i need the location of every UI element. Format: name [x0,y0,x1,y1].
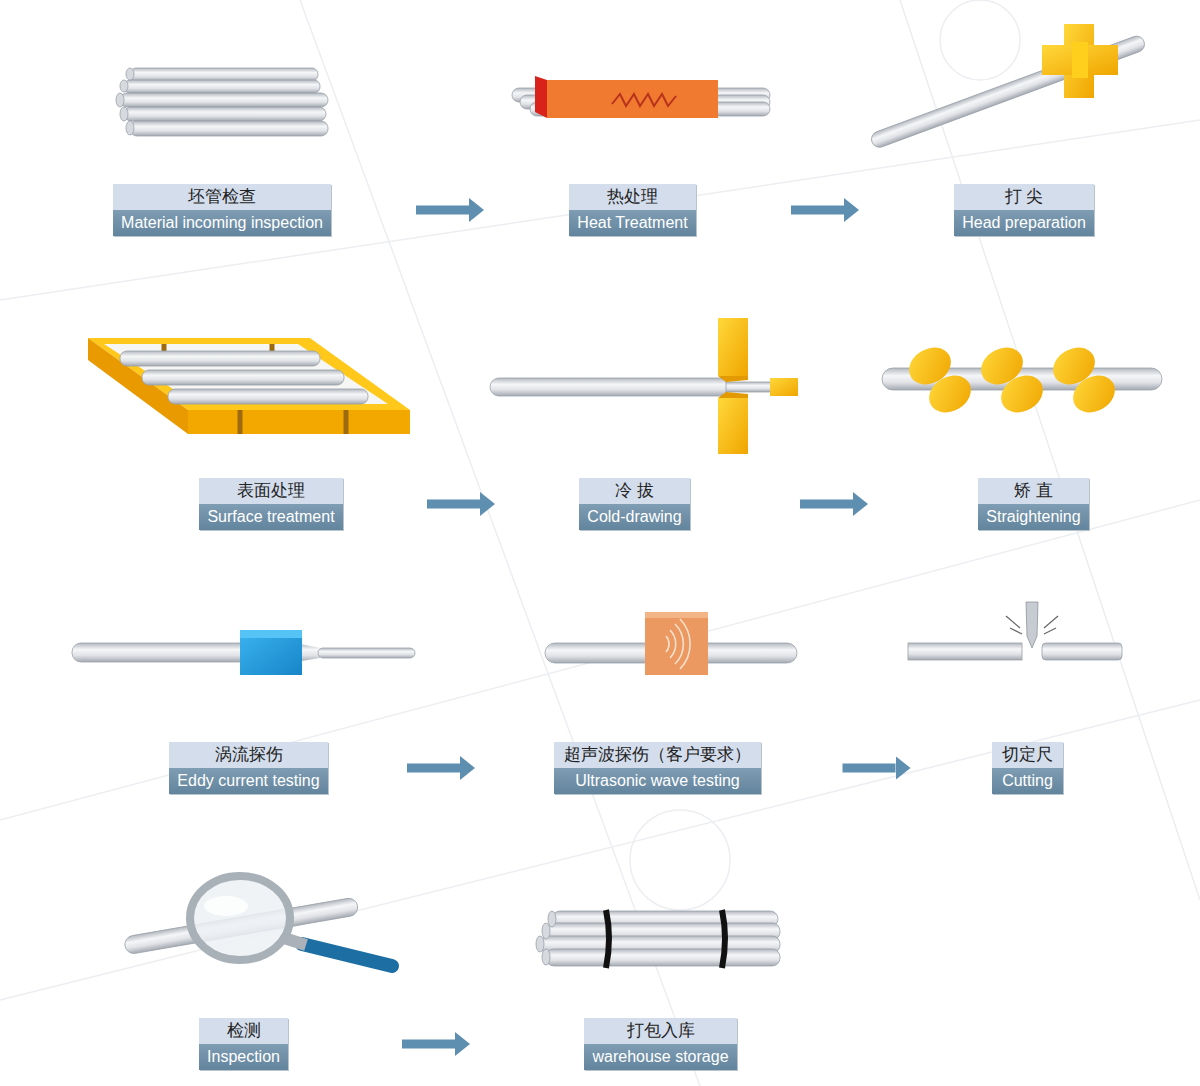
step-name-chinese: 矫 直 [978,478,1089,504]
flow-arrow [800,500,853,509]
pipe-bundle [116,68,328,136]
step-name-chinese: 超声波探伤（客户要求） [554,742,761,768]
straightening-rollers [882,340,1162,419]
eddy-current-probe [72,630,415,675]
step-name-english: warehouse storage [584,1044,737,1070]
step-name-english: Surface treatment [199,504,343,530]
step-name-chinese: 检测 [199,1018,288,1044]
process-label: 超声波探伤（客户要求）Ultrasonic wave testing [554,742,761,794]
cutting-blade [908,602,1122,660]
flow-arrow [843,764,896,773]
step-name-chinese: 表面处理 [199,478,343,504]
step-name-english: Inspection [199,1044,288,1070]
process-label: 切定尺Cutting [992,742,1063,794]
flow-arrow [402,1040,455,1049]
step-name-chinese: 坯管检查 [113,184,331,210]
step-name-chinese: 切定尺 [992,742,1063,768]
step-name-chinese: 热处理 [569,184,696,210]
drawing-die [490,318,798,454]
flow-arrow [416,206,469,215]
step-name-english: Straightening [978,504,1089,530]
step-name-chinese: 打 尖 [954,184,1094,210]
step-name-chinese: 涡流探伤 [169,742,328,768]
process-label: 坯管检查Material incoming inspection [113,184,331,236]
strapped-bundle [536,910,780,968]
pointing-die [869,24,1147,150]
ultrasonic-probe [545,612,797,675]
step-name-english: Heat Treatment [569,210,696,236]
step-name-chinese: 打包入库 [584,1018,737,1044]
step-name-english: Eddy current testing [169,768,328,794]
pickling-tray [88,338,410,434]
process-label: 打包入库warehouse storage [584,1018,737,1070]
flow-arrow [407,764,460,773]
step-name-english: Cutting [992,768,1063,794]
step-name-english: Head preparation [954,210,1094,236]
process-label: 检测Inspection [199,1018,288,1070]
process-label: 热处理Heat Treatment [569,184,696,236]
step-name-english: Ultrasonic wave testing [554,768,761,794]
furnace [512,76,770,118]
step-name-english: Material incoming inspection [113,210,331,236]
process-label: 涡流探伤Eddy current testing [169,742,328,794]
process-label: 矫 直Straightening [978,478,1089,530]
step-name-english: Cold-drawing [579,504,690,530]
process-label: 冷 拔Cold-drawing [579,478,690,530]
process-label: 打 尖Head preparation [954,184,1094,236]
magnifier [123,876,392,966]
flow-arrow [427,500,480,509]
step-name-chinese: 冷 拔 [579,478,690,504]
flow-arrow [791,206,844,215]
process-label: 表面处理Surface treatment [199,478,343,530]
